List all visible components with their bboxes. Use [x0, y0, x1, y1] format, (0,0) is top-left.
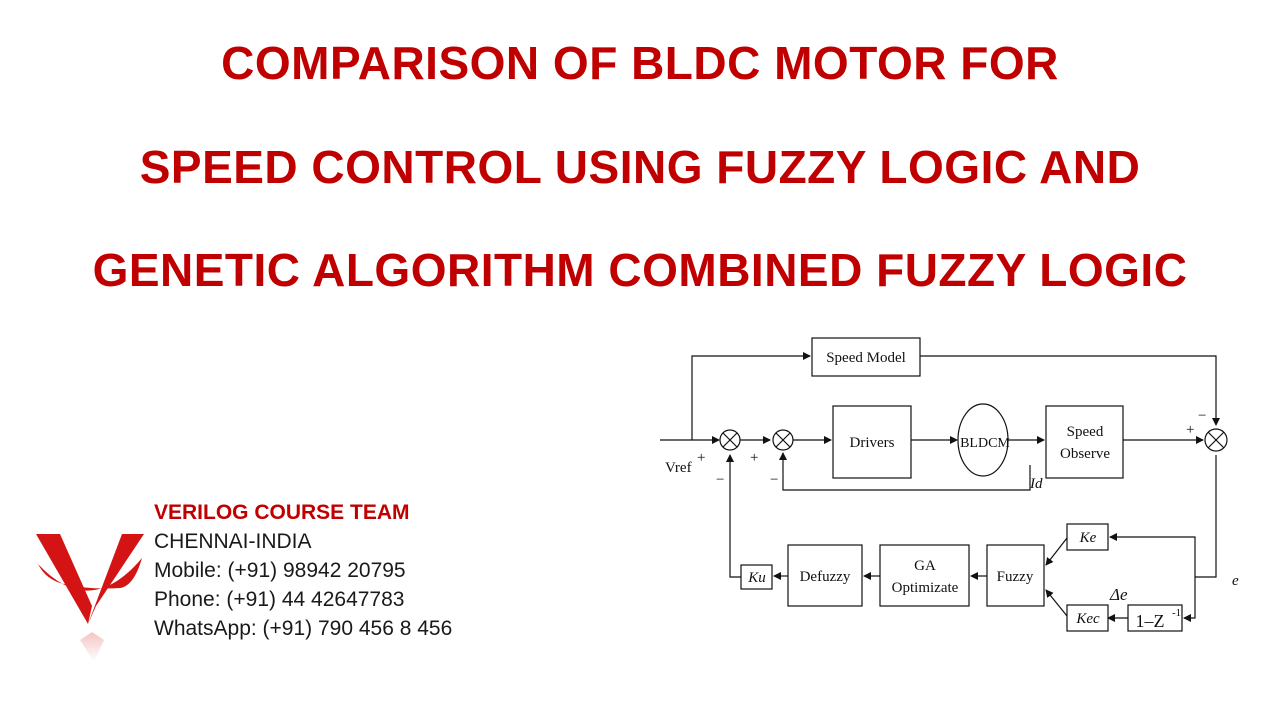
bldcm-block: [957, 403, 1009, 477]
ga-label-1: GA: [914, 558, 936, 574]
sum3-plus-sign: +: [1186, 422, 1194, 438]
drivers-block: [832, 405, 912, 479]
id-label: Id: [1029, 476, 1043, 492]
ke-block: [1066, 523, 1109, 551]
fuzzy-block: [986, 544, 1045, 607]
delta-e-label: Δe: [1109, 585, 1128, 604]
kec-block: [1066, 604, 1109, 632]
sum1-minus-sign: −: [716, 472, 724, 488]
z-block: [1127, 604, 1183, 632]
line-ku-sum1: [726, 454, 741, 578]
line-error-out: [1195, 455, 1217, 578]
line-kec-fuzzy: [1045, 589, 1068, 617]
speed-observe-block: [1045, 405, 1124, 479]
line-to-speed-model: [691, 352, 811, 440]
drivers-label: Drivers: [850, 435, 895, 451]
sum2-minus-sign: −: [770, 472, 778, 488]
ku-label: Ku: [747, 570, 766, 586]
speed-observe-label-2: Observe: [1060, 446, 1110, 462]
team-name: VERILOG COURSE TEAM: [154, 501, 410, 524]
sum-junction-3: [1204, 428, 1228, 452]
line-to-z: [1183, 577, 1196, 622]
title-line-3: GENETIC ALGORITHM COMBINED FUZZY LOGIC: [92, 244, 1188, 296]
ku-block: [740, 564, 773, 590]
title-line-2: SPEED CONTROL USING FUZZY LOGIC AND: [139, 141, 1141, 193]
line-ke-fuzzy: [1045, 537, 1068, 566]
speed-model-label: Speed Model: [826, 350, 906, 366]
control-block-diagram: Speed Model Drivers BLDCM Speed Observe …: [660, 337, 1239, 632]
z-block-label: 1–Z: [1136, 611, 1165, 631]
ga-optimize-block: [879, 544, 970, 607]
logo-v-left: [36, 534, 92, 624]
verilog-logo: [36, 534, 144, 662]
defuzzy-label: Defuzzy: [800, 569, 851, 585]
speed-model-block: [811, 337, 921, 377]
block-labels: Speed Model Drivers BLDCM Speed Observe …: [747, 350, 1181, 631]
sum3-minus-sign: −: [1198, 408, 1206, 424]
line-speed-model-out: [920, 355, 1220, 426]
logo-reflection: [80, 632, 104, 662]
speed-observe-label-1: Speed: [1067, 424, 1104, 440]
sum-junction-2: [772, 429, 794, 451]
defuzzy-block: [787, 544, 863, 607]
ke-label: Ke: [1079, 530, 1097, 546]
connection-lines: [660, 352, 1220, 622]
summing-junctions: [719, 428, 1228, 452]
title-line-1: COMPARISON OF BLDC MOTOR FOR: [221, 37, 1059, 89]
blocks: [740, 337, 1183, 632]
kec-label: Kec: [1075, 611, 1100, 627]
vref-plus-sign: +: [697, 450, 705, 466]
fuzzy-label: Fuzzy: [997, 569, 1034, 585]
whatsapp-number: WhatsApp: (+91) 790 456 8 456: [154, 617, 453, 640]
vref-label: Vref: [665, 460, 692, 476]
e-label: e: [1232, 573, 1239, 589]
line-to-ke: [1109, 533, 1196, 577]
bldcm-label: BLDCM: [960, 436, 1010, 451]
logo-v-right: [88, 534, 144, 624]
ga-label-2: Optimizate: [892, 580, 959, 596]
mobile-number: Mobile: (+91) 98942 20795: [154, 559, 406, 582]
logo-swoosh: [38, 558, 142, 591]
line-id-feedback: [779, 452, 1031, 491]
contact-block: VERILOG COURSE TEAM CHENNAI-INDIA Mobile…: [154, 498, 452, 643]
signal-labels: Vref + − + − − + Id e Δe: [665, 408, 1239, 604]
sum2-plus-sign: +: [750, 450, 758, 466]
location: CHENNAI-INDIA: [154, 530, 312, 553]
z-block-exponent: -1: [1172, 607, 1181, 619]
phone-number: Phone: (+91) 44 42647783: [154, 588, 405, 611]
sum-junction-1: [719, 429, 741, 451]
